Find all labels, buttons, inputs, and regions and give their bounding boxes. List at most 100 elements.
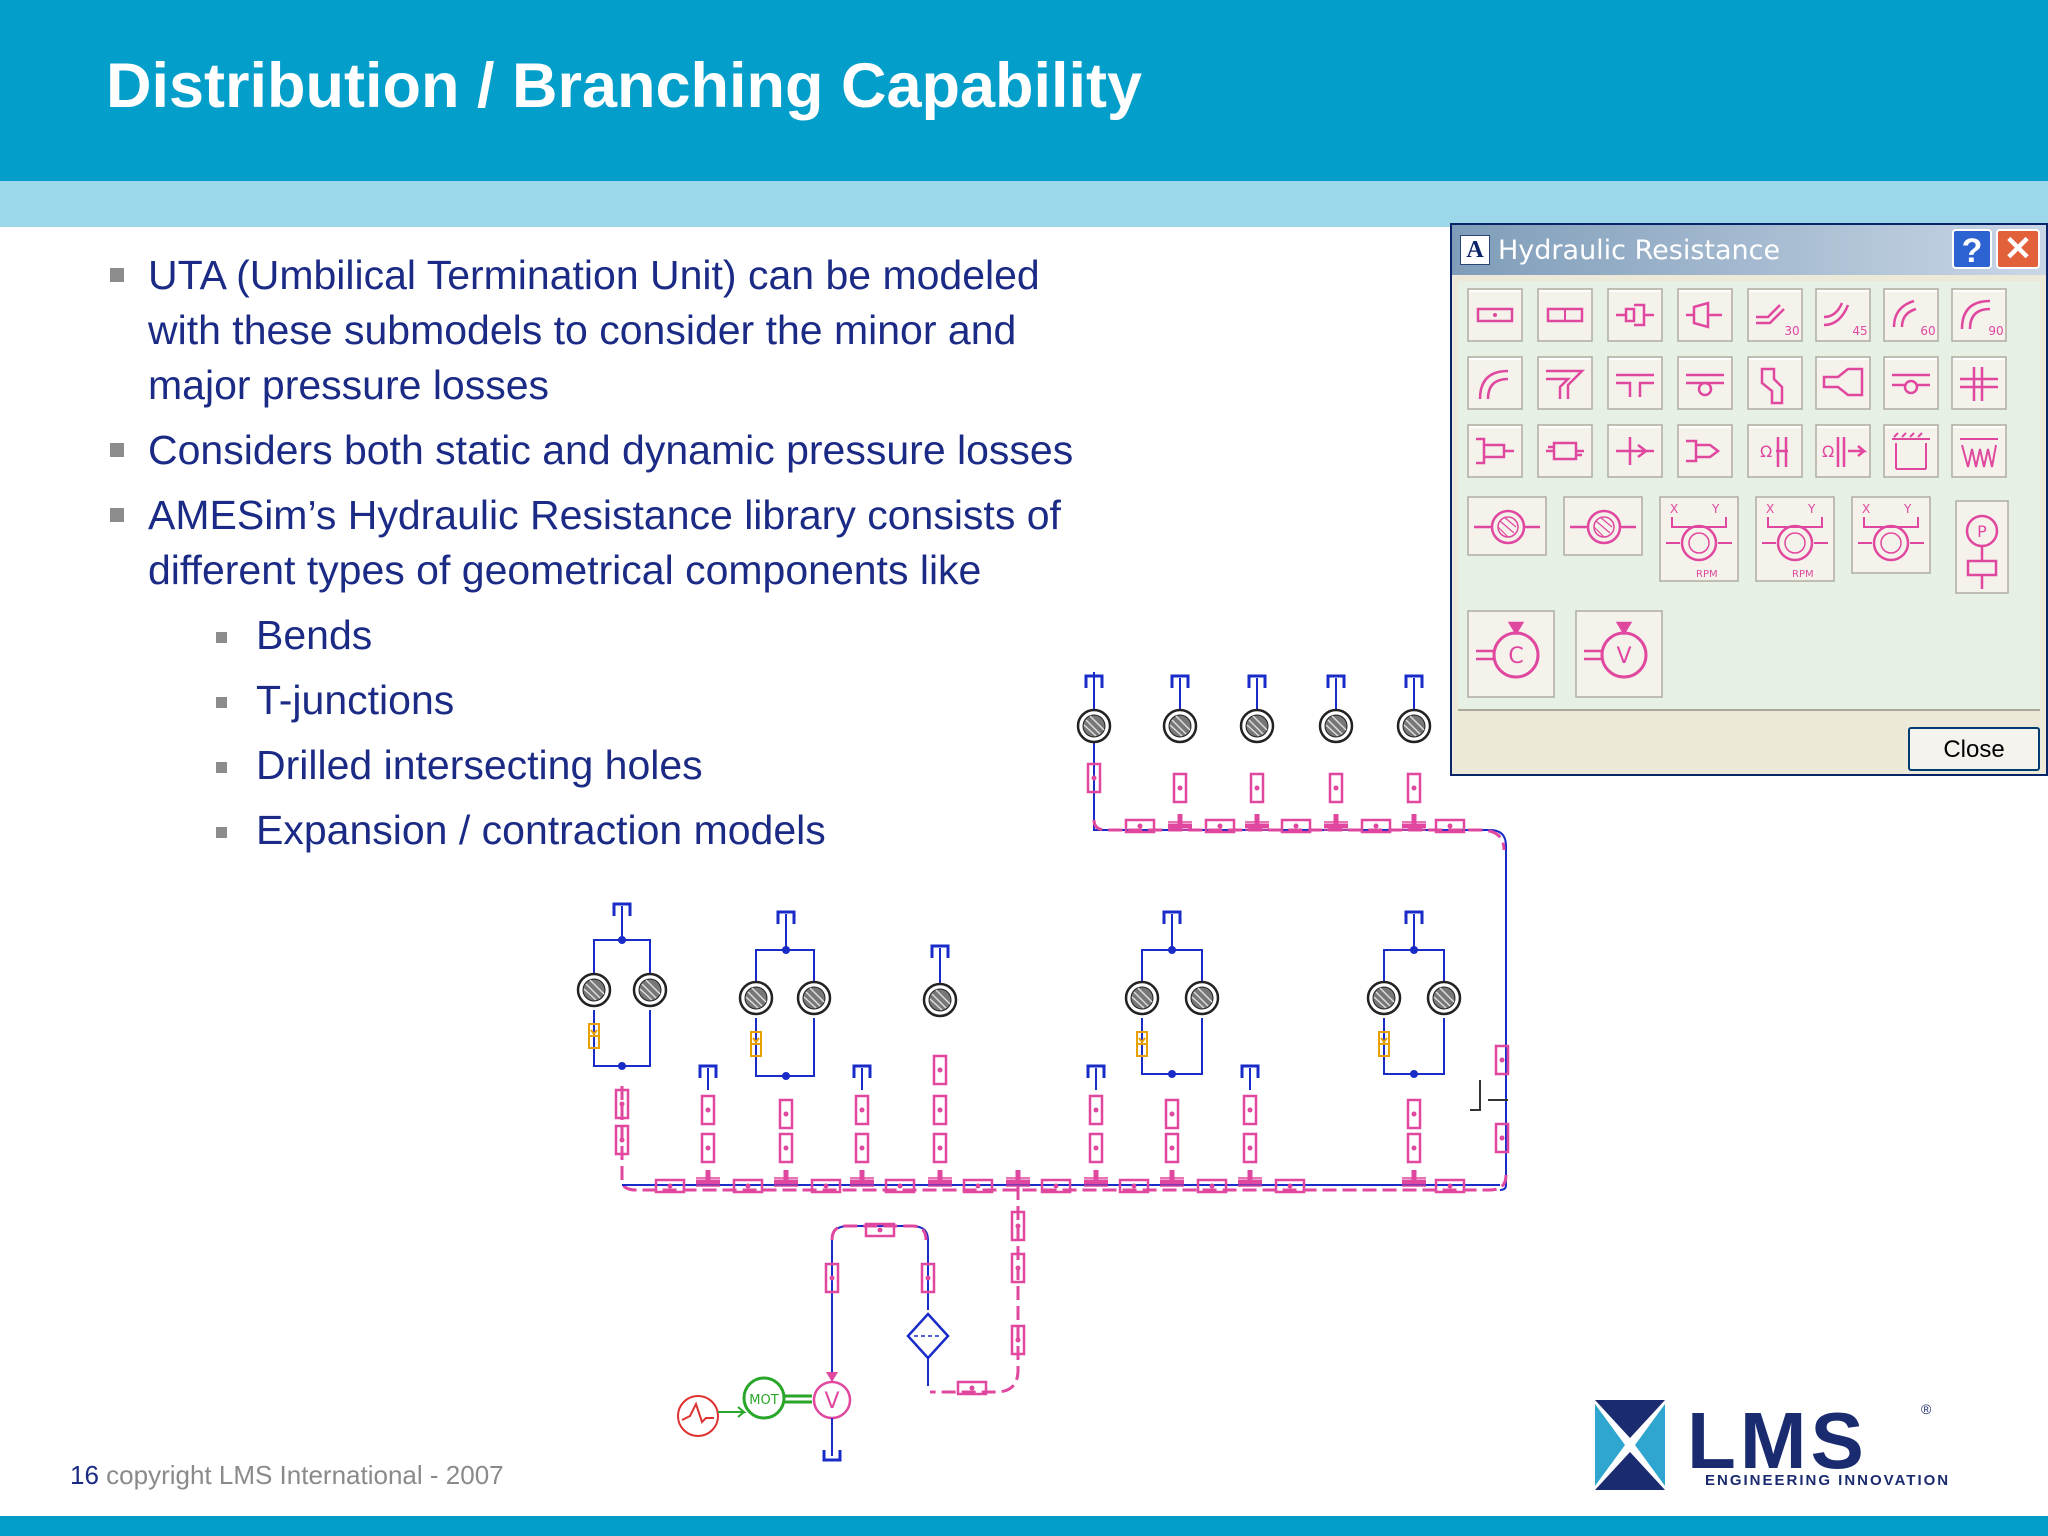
- single-branch: [698, 1064, 718, 1164]
- svg-text:Y: Y: [1711, 502, 1720, 516]
- svg-text:Y: Y: [1807, 502, 1816, 516]
- upper-branch: [1318, 674, 1354, 830]
- bullet-list: UTA (Umbilical Termination Unit) can be …: [110, 248, 1410, 868]
- branch-out-icon[interactable]: [1677, 424, 1733, 478]
- sub-bullet-item: Bends: [110, 608, 1410, 663]
- junction-icon[interactable]: [1951, 356, 2007, 410]
- single-branch: [1240, 1064, 1260, 1164]
- bend-angle-label: 90: [1988, 324, 2003, 338]
- close-button[interactable]: Close: [1908, 727, 2040, 771]
- single-branch: [1086, 1064, 1106, 1164]
- svg-text:C: C: [1508, 644, 1523, 669]
- single-branch: [852, 1064, 872, 1164]
- svg-text:Y: Y: [1903, 502, 1912, 516]
- outlet-icon[interactable]: [1537, 424, 1593, 478]
- logo-wordmark: LMS: [1687, 1400, 1868, 1485]
- registered-mark: ®: [1921, 1401, 1932, 1417]
- svg-text:V: V: [1616, 644, 1631, 669]
- bend-angle-label: 45: [1852, 324, 1867, 338]
- logo-tagline: ENGINEERING INNOVATION: [1705, 1472, 1950, 1489]
- branch-group: [1366, 910, 1462, 1164]
- rotary-icon-2[interactable]: X Y RPM: [1755, 496, 1835, 582]
- svg-text:X: X: [1670, 502, 1678, 516]
- bend-30-icon[interactable]: 30: [1747, 288, 1803, 342]
- orifice-icon[interactable]: [1467, 496, 1547, 556]
- omega-icon[interactable]: Ω: [1747, 424, 1803, 478]
- dialog-title: Hydraulic Resistance: [1498, 235, 1781, 266]
- sub-bullet-item: T-junctions: [110, 673, 1410, 728]
- single-branch: [922, 944, 958, 1164]
- pressure-source-icon[interactable]: P: [1955, 500, 2009, 594]
- resistance-icon-2[interactable]: [1537, 288, 1593, 342]
- mitre-bend-icon[interactable]: [1537, 356, 1593, 410]
- branch-group: [738, 910, 832, 1164]
- upper-manifold: [1076, 672, 1510, 1191]
- slide-title: Distribution / Branching Capability: [106, 51, 1143, 121]
- contraction-icon[interactable]: [1677, 288, 1733, 342]
- drilled-hole-icon[interactable]: [1815, 356, 1871, 410]
- branch-group: [1124, 910, 1220, 1164]
- bullet-item: UTA (Umbilical Termination Unit) can be …: [110, 248, 1088, 413]
- volume-label: V: [824, 1389, 839, 1414]
- bullet-square-icon: [216, 697, 227, 708]
- orifice-2-icon[interactable]: [1563, 496, 1643, 556]
- hydraulic-resistance-dialog: A Hydraulic Resistance ? ✕ 30 45 60: [1450, 223, 2048, 776]
- svg-text:RPM: RPM: [1792, 569, 1814, 580]
- copyright-text: copyright LMS International - 2007: [106, 1460, 504, 1490]
- bend-60-icon[interactable]: 60: [1883, 288, 1939, 342]
- lms-emblem-icon: [1595, 1400, 1665, 1490]
- bend-angle-label: 30: [1784, 324, 1799, 338]
- expansion-icon[interactable]: [1607, 288, 1663, 342]
- svg-text:X: X: [1766, 502, 1774, 516]
- resistance-icon-1[interactable]: [1467, 288, 1523, 342]
- tee-branch-icon[interactable]: [1677, 356, 1733, 410]
- bend-angle-label: 60: [1920, 324, 1935, 338]
- title-underline-strip: [0, 181, 2048, 227]
- pipe-wall-icon[interactable]: [1883, 424, 1939, 478]
- help-button[interactable]: ?: [1952, 229, 1992, 270]
- omega-symbol: Ω: [1822, 442, 1834, 461]
- inlet-icon[interactable]: [1467, 424, 1523, 478]
- pipe-rough-icon[interactable]: [1951, 424, 2007, 478]
- cross-hole-icon[interactable]: [1883, 356, 1939, 410]
- app-icon: A: [1460, 235, 1490, 265]
- bullet-square-icon: [216, 827, 227, 838]
- tee-icon[interactable]: [1607, 356, 1663, 410]
- omega-flow-icon[interactable]: Ω: [1815, 424, 1871, 478]
- page-number: 16: [70, 1460, 99, 1490]
- bullet-square-icon: [216, 632, 227, 643]
- bend-90-icon[interactable]: 90: [1951, 288, 2007, 342]
- elbow-icon[interactable]: [1467, 356, 1523, 410]
- slide-footer: 16 copyright LMS International - 2007: [70, 1460, 504, 1491]
- sub-bullet-item: Drilled intersecting holes: [110, 738, 1410, 793]
- bullet-square-icon: [216, 762, 227, 773]
- bullet-square-icon: [110, 508, 124, 522]
- svg-text:RPM: RPM: [1696, 569, 1718, 580]
- branch-group: [576, 902, 668, 1156]
- dialog-titlebar[interactable]: A Hydraulic Resistance ? ✕: [1452, 225, 2046, 275]
- lms-logo: LMS ® ENGINEERING INNOVATION: [1595, 1400, 1950, 1490]
- rotary-icon-1[interactable]: X Y RPM: [1659, 496, 1739, 582]
- supply-line: V MOT: [677, 1186, 1026, 1462]
- lower-manifold: [576, 902, 1508, 1194]
- dialog-separator: [1458, 709, 2040, 711]
- volume-icon[interactable]: V: [1575, 610, 1663, 698]
- svg-text:P: P: [1977, 522, 1987, 541]
- motor-label: MOT: [749, 1393, 778, 1408]
- offset-icon[interactable]: [1747, 356, 1803, 410]
- branch-in-icon[interactable]: [1607, 424, 1663, 478]
- upper-branch: [1076, 674, 1112, 794]
- bullet-item: AMESim’s Hydraulic Resistance library co…: [110, 488, 1148, 598]
- svg-text:X: X: [1862, 502, 1870, 516]
- title-bar: [0, 0, 2048, 181]
- capacitance-icon[interactable]: C: [1467, 610, 1555, 698]
- sub-bullet-item: Expansion / contraction models: [110, 803, 1410, 858]
- bullet-square-icon: [110, 268, 124, 282]
- close-x-button[interactable]: ✕: [1996, 229, 2040, 269]
- upper-branch: [1162, 674, 1198, 830]
- bend-45-icon[interactable]: 45: [1815, 288, 1871, 342]
